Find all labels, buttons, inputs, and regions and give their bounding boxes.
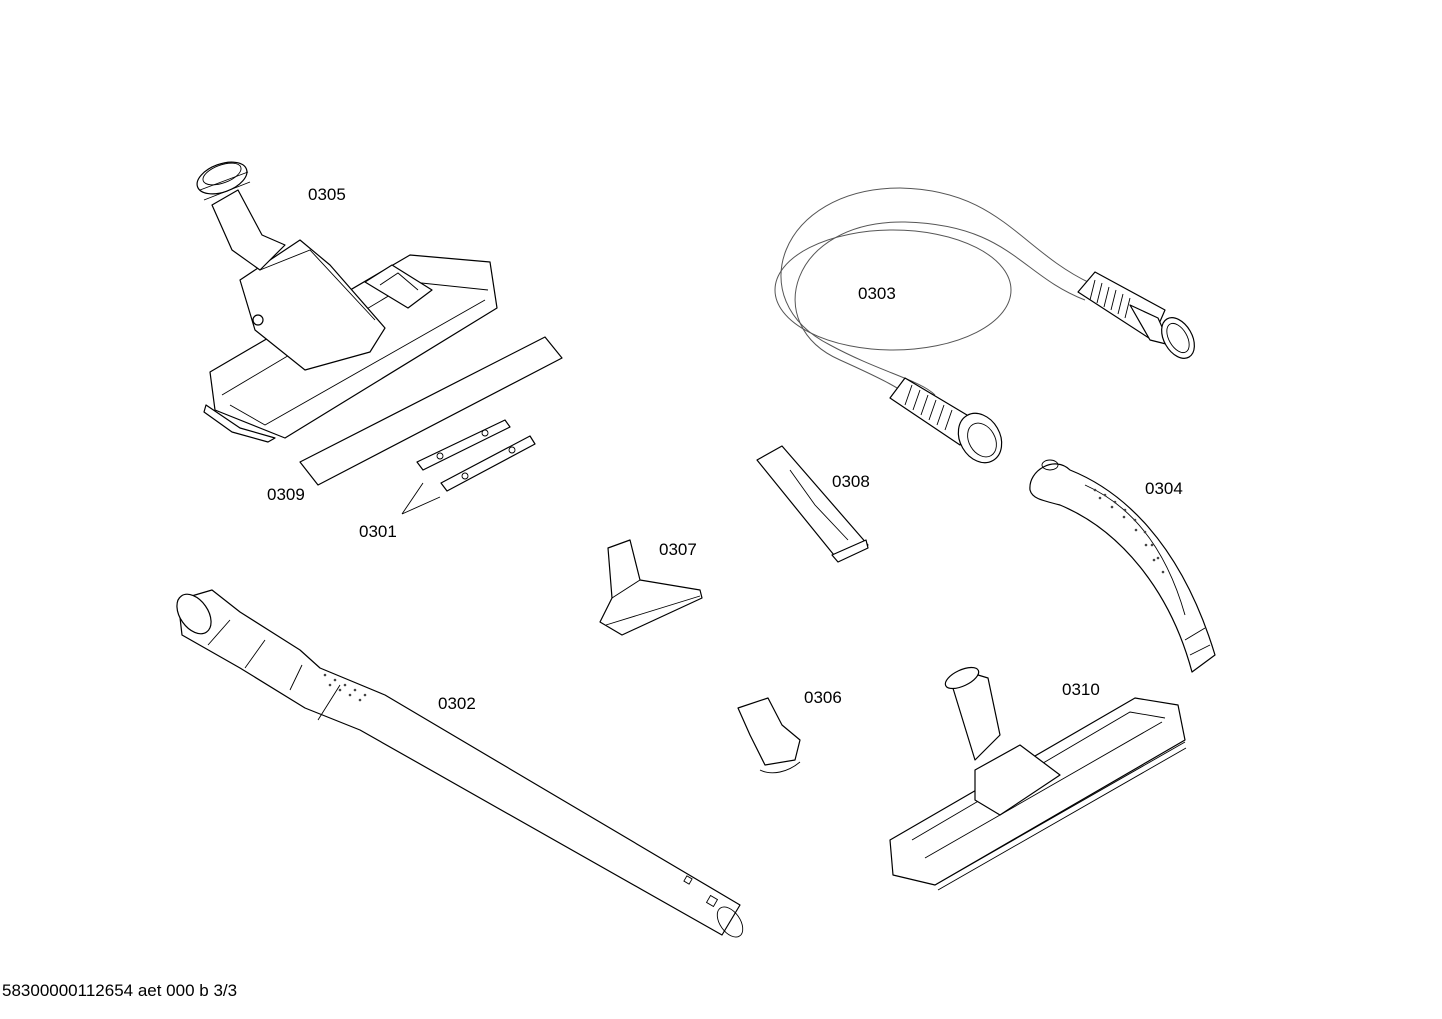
part-0308-crevice-tool <box>756 445 869 563</box>
part-0305-floor-nozzle <box>196 161 498 443</box>
part-0303-hose <box>774 187 1195 464</box>
part-0301-clips <box>401 419 536 515</box>
label-0305: 0305 <box>308 185 346 204</box>
label-0302: 0302 <box>438 694 476 713</box>
label-0303: 0303 <box>858 284 896 303</box>
part-0302-telescopic-tube <box>176 589 744 938</box>
label-0308: 0308 <box>832 472 870 491</box>
document-footer: 58300000112654 aet 000 b 3/3 <box>2 981 238 1000</box>
label-0306: 0306 <box>804 688 842 707</box>
part-0310-parquet-nozzle <box>889 666 1187 891</box>
label-0301: 0301 <box>359 522 397 541</box>
part-0307-upholstery-tool <box>599 539 703 636</box>
label-0310: 0310 <box>1062 680 1100 699</box>
label-0304: 0304 <box>1145 479 1183 498</box>
label-0309: 0309 <box>267 485 305 504</box>
part-0306-small-nozzle <box>737 697 801 774</box>
part-0304-handle <box>1029 459 1216 673</box>
label-0307: 0307 <box>659 540 697 559</box>
part-0309-strip <box>299 336 563 486</box>
